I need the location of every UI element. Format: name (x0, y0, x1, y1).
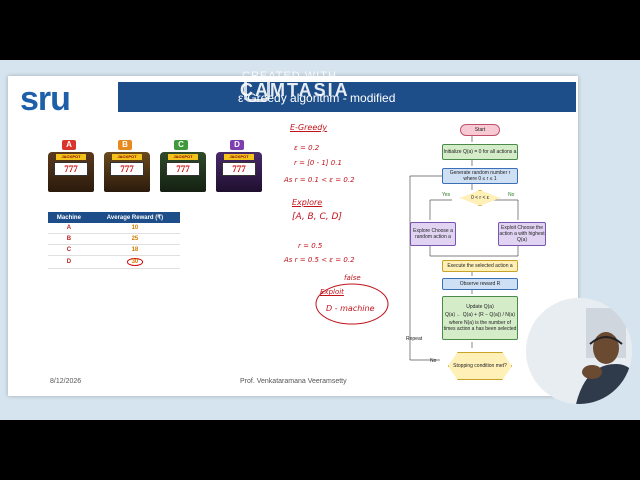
table-header: Machine Average Reward (₹) (48, 212, 180, 223)
note-heading: E-Greedy (290, 123, 328, 132)
fc-explore: Explore Choose a random action a (410, 222, 456, 246)
cell-machine: B (48, 233, 90, 245)
slot-machine-a: A JACKPOT 777 (48, 140, 94, 194)
footer-presenter: Prof. Venkataramana Veeramsetty (240, 378, 347, 385)
note-explore: Explore (292, 198, 323, 207)
fc-no-loop: No (430, 358, 437, 364)
note-comparison-1: As r = 0.1 < ε = 0.2 (284, 176, 355, 184)
jackpot-label: JACKPOT (112, 154, 142, 160)
header-machine: Machine (48, 212, 90, 223)
cell-reward: 25 (89, 233, 180, 245)
machine-label: B (118, 140, 132, 150)
fc-condition: 0 < r < ε (460, 190, 500, 206)
watermark-brand: CAMTASIA (240, 80, 350, 100)
fc-exploit: Exploit Choose the action a with highest… (498, 222, 546, 246)
note-result: D - machine (326, 304, 375, 313)
slot-machine-d: D JACKPOT 777 (216, 140, 262, 194)
jackpot-label: JACKPOT (168, 154, 198, 160)
fc-update-title: Update Q(a) (466, 304, 494, 310)
flowchart-connectors (409, 134, 519, 361)
title-band (118, 82, 576, 112)
reels: 777 (166, 162, 200, 176)
jackpot-label: JACKPOT (56, 154, 86, 160)
footer-date: 8/12/2026 (50, 378, 82, 385)
fc-observe: Observe reward R (442, 278, 518, 290)
slot-machine-b: B JACKPOT 777 (104, 140, 150, 194)
reels: 777 (110, 162, 144, 176)
reels: 777 (54, 162, 88, 176)
slide-title: ε-Greedy algorithm - modified (238, 91, 396, 105)
note-exploit: Exploit (320, 288, 344, 296)
machine-label: C (174, 140, 188, 150)
fc-execute: Execute the selected action a (442, 260, 518, 272)
note-action-set: [A, B, C, D] (292, 212, 342, 222)
letterbox-top (0, 0, 640, 60)
fc-yes: Yes (442, 192, 451, 198)
cell-reward: 18 (89, 244, 180, 256)
note-comparison-2: As r = 0.5 < ε = 0.2 (284, 256, 355, 264)
cell-machine: A (48, 223, 90, 234)
note-epsilon: ε = 0.2 (294, 144, 320, 152)
slot-machines: A JACKPOT 777 B JACKPOT 777 C JACKPOT 77… (48, 140, 262, 194)
slot-machine-c: C JACKPOT 777 (160, 140, 206, 194)
circled-reward: 30 (126, 258, 144, 266)
jackpot-label: JACKPOT (224, 154, 254, 160)
note-false: false (344, 274, 361, 282)
cell-machine: D (48, 255, 90, 269)
hand-drawn-circle (315, 283, 389, 325)
fc-stop: Stopping condition met? (448, 352, 512, 380)
fc-no: No (508, 192, 515, 198)
fc-update-formula: Q(a) ← Q(a) + (R − Q(a)) / N(a) (444, 312, 515, 318)
presenter-webcam (526, 298, 632, 404)
cell-reward: 10 (89, 223, 180, 234)
fc-update-note: where N(a) is the number of times action… (443, 320, 517, 332)
watermark-top: CREATED WITH (242, 70, 337, 82)
machine-label: D (230, 140, 244, 150)
person-icon (526, 298, 632, 404)
fc-repeat: Repeat (406, 336, 423, 342)
header-reward: Average Reward (₹) (89, 212, 180, 223)
table-row: D 30 (48, 255, 180, 269)
fc-generate: Generate random number r where 0 ≤ r ≤ 1 (442, 168, 518, 184)
slide: sru CREATED WITH CAMTASIA ε-Greedy algor… (8, 70, 578, 396)
machine-label: A (62, 140, 76, 150)
fc-start: Start (460, 124, 500, 136)
note-r-range: r = [0 - 1] 0.1 (294, 159, 342, 167)
camtasia-logo-icon (244, 76, 270, 102)
sru-logo: sru (20, 80, 71, 118)
fc-update: Update Q(a) Q(a) ← Q(a) + (R − Q(a)) / N… (442, 296, 518, 340)
note-r-value: r = 0.5 (298, 242, 323, 250)
fc-init: Initialize Q(a) = 0 for all actions a (442, 144, 518, 160)
reels: 777 (222, 162, 256, 176)
letterbox-bottom (0, 420, 640, 480)
cell-machine: C (48, 244, 90, 256)
